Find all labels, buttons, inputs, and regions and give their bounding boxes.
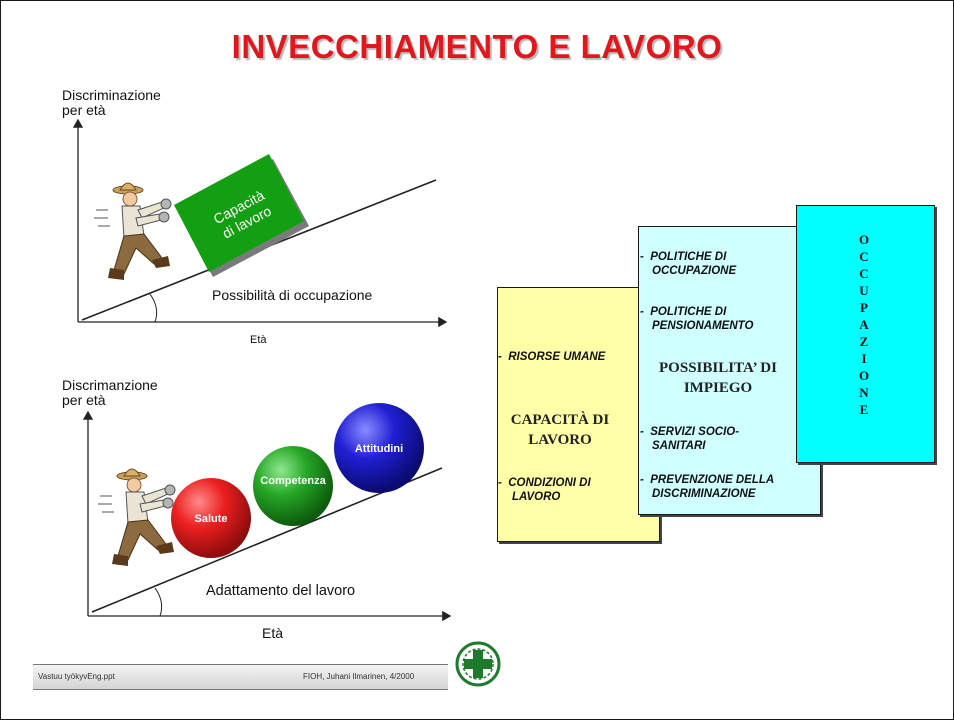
yellow-center-line2: LAVORO [528, 432, 592, 448]
letter: Z [859, 334, 869, 349]
bottom-y-label-line2: per età [62, 392, 106, 408]
letter: O [858, 232, 870, 247]
cyan-center-line1: POSSIBILITA’ DI [659, 360, 777, 376]
ball-label-attitudini: Attitudini [354, 443, 404, 455]
cyan-item-3-line2: SANITARI [652, 440, 706, 452]
box-occupazione [796, 205, 935, 463]
yellow-item-1: - RISORSE UMANE [498, 351, 606, 363]
cyan-item-1: - POLITICHE DI [640, 251, 727, 263]
top-graph-axes [72, 118, 448, 328]
capacity-block [174, 154, 309, 277]
bottom-slope-label: Adattamento del lavoro [206, 583, 356, 599]
letter: O [858, 368, 870, 383]
yellow-item-2: - CONDIZIONI DI [498, 477, 591, 489]
bottom-y-label-line1: Discrimanzione [62, 377, 158, 393]
worker-bottom-icon [97, 468, 176, 567]
top-y-label-line1: Discriminazione [62, 87, 161, 103]
cyan-center-line2: IMPIEGO [683, 380, 753, 396]
bottom-x-label: Età [262, 625, 284, 641]
footer-right-text: FIOH, Juhani Ilmarinen, 4/2000 [303, 672, 415, 681]
letter: N [859, 385, 869, 400]
ball-salute [171, 478, 251, 558]
letter: E [859, 402, 869, 417]
yellow-center-line1: CAPACITÀ DI [510, 412, 610, 428]
cyan-item-4: - PREVENZIONE DELLA [640, 474, 775, 486]
bottom-graph-angle-arc [154, 587, 163, 617]
letter: A [859, 317, 869, 332]
yellow-item-2-line2: LAVORO [512, 491, 561, 503]
ball-attitudini [334, 403, 424, 493]
box-capacita-lavoro [497, 287, 660, 542]
top-y-label-line2: per età [62, 102, 106, 118]
ball-label-competenza: Competenza [260, 475, 326, 487]
cyan-item-2: - POLITICHE DI [640, 306, 727, 318]
letter: U [859, 283, 869, 298]
cyan-item-1-line2: OCCUPAZIONE [652, 265, 737, 277]
top-x-label: Età [250, 334, 267, 346]
yellow-center-label: CAPACITÀ DI LAVORO [500, 410, 620, 450]
worker-top-icon [93, 182, 172, 281]
cyan-center-label: POSSIBILITA’ DI IMPIEGO [644, 358, 792, 398]
fioh-logo-icon [455, 641, 501, 687]
ball-label-salute: Salute [194, 513, 228, 525]
ball-competenza [253, 446, 333, 526]
occupazione-vertical-label: O C C U P A Z I O N E [852, 231, 876, 418]
top-graph-angle-arc [149, 293, 158, 323]
slide-title: INVECCHIAMENTO E LAVORO [231, 28, 723, 65]
cyan-item-2-line2: PENSIONAMENTO [652, 320, 754, 332]
letter: I [861, 351, 867, 366]
letter: P [860, 300, 868, 315]
footer-left-text: Vastuu työkyvEng.ppt [38, 672, 115, 681]
top-slope-label: Possibilità di occupazione [212, 287, 373, 303]
bottom-graph-axes [82, 410, 452, 622]
footer-bar [33, 664, 448, 690]
letter: C [859, 249, 869, 264]
cyan-item-4-line2: DISCRIMINAZIONE [652, 488, 756, 500]
box-possibilita-impiego [638, 226, 821, 515]
letter: C [859, 266, 869, 281]
cyan-item-3: - SERVIZI SOCIO- [640, 426, 740, 438]
